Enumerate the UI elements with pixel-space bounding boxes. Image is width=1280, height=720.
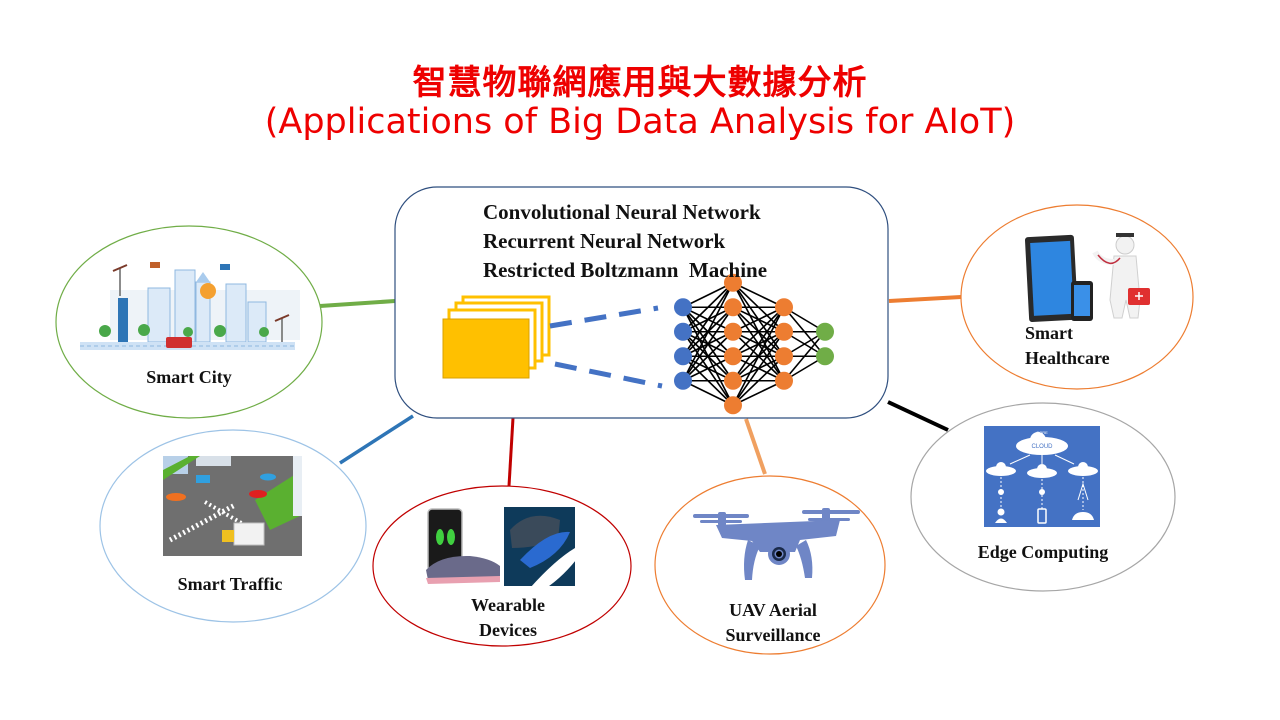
- label-line: Smart: [1025, 323, 1073, 343]
- nn-edge: [682, 355, 734, 382]
- label-line: Surveillance: [725, 625, 821, 645]
- nn-edge: [682, 380, 734, 406]
- nn-edge: [732, 282, 785, 308]
- connector-edge-computing: [887, 400, 949, 432]
- nn-node-hidden: [724, 396, 742, 415]
- label-line: Devices: [479, 620, 537, 640]
- nn-node-hidden: [724, 273, 742, 292]
- label-smart-city: Smart City: [109, 365, 269, 390]
- label-line: Smart Traffic: [177, 574, 283, 594]
- smart-shoe-icon: [426, 507, 576, 592]
- title-english: (Applications of Big Data Analysis for A…: [264, 102, 1016, 142]
- nn-node-hidden: [775, 371, 793, 390]
- nn-edge: [732, 306, 785, 357]
- label-wearable-devices: Wearable Devices: [438, 593, 578, 643]
- cloud-edge-icon: CORE CLOUD: [984, 426, 1100, 527]
- label-line: Edge Computing: [977, 542, 1109, 562]
- wearable-devices-ellipse: [372, 485, 632, 647]
- nn-node-input: [674, 371, 692, 390]
- projection-line-bottom: [554, 361, 663, 389]
- nn-node-hidden: [724, 371, 742, 390]
- nn-edge: [732, 380, 785, 406]
- nn-node-hidden: [724, 322, 742, 341]
- nn-edge: [682, 331, 734, 382]
- neural-network-icon: [674, 273, 834, 415]
- nn-edge: [682, 306, 734, 382]
- title-chinese: 智慧物聯網應用與大數據分析: [412, 63, 868, 103]
- label-smart-healthcare: Smart Healthcare: [1025, 321, 1145, 371]
- cloud-label: CLOUD: [1031, 444, 1053, 450]
- label-line: Smart City: [146, 367, 232, 387]
- nn-node-hidden: [724, 298, 742, 317]
- nn-edge: [682, 282, 734, 357]
- model-list: Convolutional Neural Network Recurrent N…: [483, 198, 767, 285]
- nn-edge: [732, 355, 785, 406]
- projection-line-top: [549, 305, 659, 329]
- nn-node-input: [674, 347, 692, 366]
- edge-computing-ellipse: [910, 402, 1176, 592]
- core-label: CORE: [1036, 430, 1048, 435]
- city-skyline-icon: [80, 262, 300, 350]
- feature-maps-icon: [442, 295, 551, 379]
- connector-uav: [744, 418, 767, 475]
- nn-edge: [682, 282, 734, 308]
- model-rbm: Restricted Boltzmann Machine: [483, 258, 768, 282]
- label-line: UAV Aerial: [729, 600, 817, 620]
- connector-smart-city: [319, 299, 396, 308]
- nn-edge: [732, 306, 785, 333]
- nn-node-hidden: [775, 298, 793, 317]
- smart-city-ellipse: [55, 225, 323, 419]
- model-cnn: Convolutional Neural Network: [483, 200, 761, 224]
- label-edge-computing: Edge Computing: [958, 540, 1128, 565]
- intersection-icon: [163, 456, 302, 556]
- nn-edge: [732, 331, 785, 406]
- label-uav-aerial-surveillance: UAV Aerial Surveillance: [698, 598, 848, 648]
- nn-node-hidden: [775, 347, 793, 366]
- smart-healthcare-ellipse: [960, 204, 1194, 390]
- doctor-tablet-icon: [1024, 233, 1150, 322]
- label-smart-traffic: Smart Traffic: [150, 572, 310, 597]
- connector-smart-traffic: [339, 414, 414, 465]
- label-line: Healthcare: [1025, 348, 1110, 368]
- uav-ellipse: [654, 475, 886, 655]
- connector-smart-healthcare: [888, 295, 962, 303]
- nn-node-output: [816, 322, 834, 341]
- nn-node-hidden: [775, 322, 793, 341]
- drone-icon: [693, 508, 860, 580]
- nn-node-input: [674, 298, 692, 317]
- nn-edge: [682, 282, 734, 333]
- connector-wearable-devices: [507, 417, 515, 487]
- nn-edge: [732, 306, 785, 406]
- nn-node-output: [816, 347, 834, 366]
- nn-edge: [682, 282, 734, 382]
- label-line: Wearable: [471, 595, 545, 615]
- nn-edge: [783, 331, 826, 382]
- nn-edge: [732, 306, 785, 382]
- nn-node-hidden: [724, 347, 742, 366]
- smart-traffic-ellipse: [99, 429, 367, 623]
- nn-node-input: [674, 322, 692, 341]
- model-rnn: Recurrent Neural Network: [483, 229, 726, 253]
